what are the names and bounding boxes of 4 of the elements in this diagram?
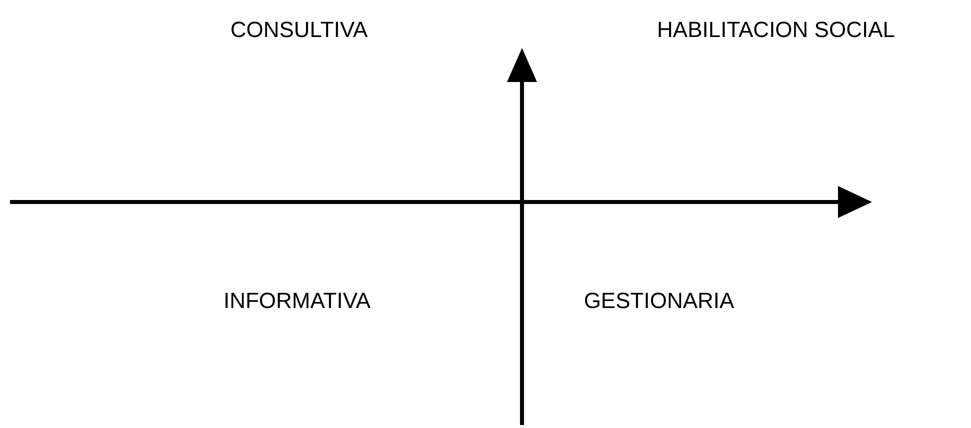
quadrant-label: HABILITACION SOCIAL <box>657 17 895 43</box>
quadrant-label: INFORMATIVA <box>223 288 371 314</box>
quadrant-label: GESTIONARIA <box>584 288 734 314</box>
quadrant-label: CONSULTIVA <box>230 17 368 43</box>
